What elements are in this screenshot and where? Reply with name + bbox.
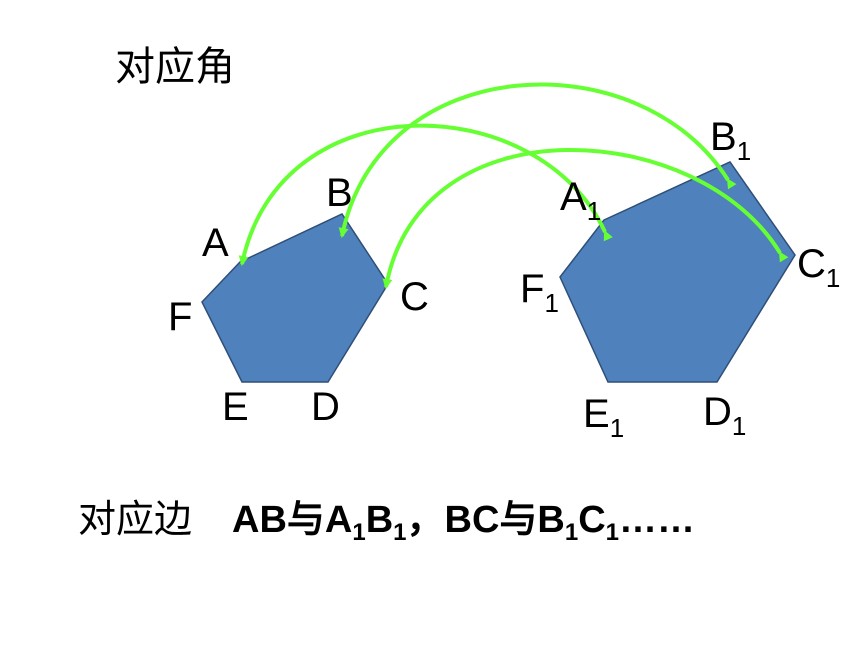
- vertex-label-d: D: [311, 385, 340, 429]
- vertex-label-c: C: [400, 275, 429, 319]
- arrow-c-c1: [382, 148, 789, 289]
- vertex-label-d1: D1: [703, 390, 746, 441]
- vertex-label-c1: C1: [797, 242, 840, 293]
- corresponding-sides-line: 对应边 AB与A1B1，BC与B1C1……: [78, 488, 696, 546]
- vertex-label-f1: F1: [520, 267, 559, 318]
- vertex-label-e: E: [222, 385, 249, 429]
- vertex-label-e1: E1: [583, 392, 624, 443]
- vertex-label-b: B: [326, 171, 353, 215]
- page-title: 对应角: [115, 44, 235, 90]
- vertex-label-b1: B1: [710, 115, 751, 166]
- vertex-label-a: A: [202, 221, 229, 265]
- vertex-label-a1: A1: [560, 175, 601, 226]
- vertex-label-f: F: [168, 295, 192, 339]
- corresponding-sides-label: 对应边: [78, 497, 193, 541]
- arrow-b-b1: [338, 82, 737, 238]
- large-pentagon: [559, 161, 796, 383]
- corresponding-sides-pairs: AB与A1B1，BC与B1C1……: [232, 499, 696, 546]
- small-pentagon: [201, 213, 389, 383]
